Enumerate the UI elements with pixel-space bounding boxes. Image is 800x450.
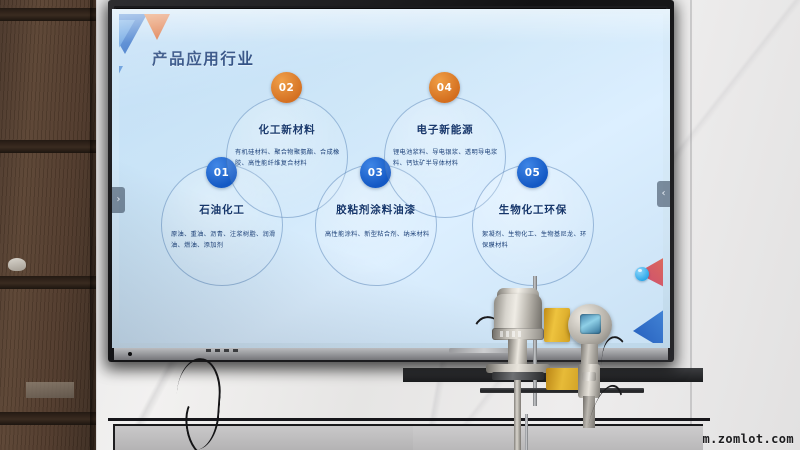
instrument-rig — [468, 276, 670, 450]
venn-label-04: 电子新能源 — [416, 124, 474, 136]
venn-desc-01: 原油、重油、沥青、注浆树脂、润滑油、燃油、添加剂 — [171, 231, 276, 249]
decoration-top-left — [119, 14, 170, 74]
lower-cabinet-right — [413, 424, 703, 450]
venn-label-05: 生物化工环保 — [498, 204, 568, 216]
wall-seam-right — [690, 0, 692, 450]
decorative-bubble — [635, 267, 649, 281]
decoration-bottom-right — [633, 258, 663, 343]
venn-label-03: 胶粘剂涂料油漆 — [336, 204, 416, 216]
collar-slot — [518, 331, 521, 337]
sensor-clamp — [492, 372, 544, 380]
transmitter-neck — [581, 344, 598, 364]
shelving-edge-shadow — [90, 0, 97, 450]
sensor-flange — [486, 364, 550, 373]
panel-screw — [128, 352, 132, 356]
venn-desc-04: 锂电池浆料、导电银浆、透明导电浆料、钙钛矿半导体材料 — [393, 149, 498, 167]
lower-cabinet-left — [113, 424, 413, 450]
panel-brand-plate — [449, 348, 519, 353]
yellow-mounting-bracket — [544, 308, 570, 342]
pressure-sensor-stem — [583, 396, 595, 428]
shelf-board — [0, 8, 96, 21]
shelf-board — [0, 276, 96, 289]
panel-button[interactable] — [206, 349, 211, 352]
venn-badge-05[interactable]: 05 — [517, 157, 548, 188]
slide-title: 产品应用行业 — [152, 50, 255, 68]
shelf-object — [8, 258, 26, 271]
venn-desc-02: 有机硅材料、聚合物聚氨酯、合成橡胶、高性能纤维复合材料 — [235, 149, 340, 167]
collar-slot — [500, 331, 503, 337]
support-rod-horizontal — [480, 388, 644, 393]
collar-slot — [506, 331, 509, 337]
shelf-board — [0, 140, 96, 153]
wood-grain — [0, 0, 96, 450]
venn-desc-05: 絮凝剂、生物化工、生物基尼龙、环保膜材料 — [482, 231, 587, 249]
sensor-collar-slots — [500, 331, 521, 337]
sensor-housing — [494, 294, 542, 334]
sensor-probe — [514, 380, 521, 450]
panel-button[interactable] — [215, 349, 220, 352]
venn-desc-03: 高性能涂料、新型粘合剂、纳米材料 — [325, 231, 430, 238]
shelf-object — [26, 382, 74, 398]
collar-slot — [512, 331, 515, 337]
prev-slide-button[interactable]: › — [112, 187, 125, 213]
next-slide-button[interactable]: ‹ — [657, 181, 670, 207]
sensor-neck — [508, 339, 527, 365]
panel-button[interactable] — [233, 349, 238, 352]
support-rod-vertical — [533, 276, 537, 406]
support-stand — [525, 414, 528, 450]
shelf-board — [0, 412, 96, 425]
pressure-sensor-body — [578, 364, 600, 398]
wall-trim-line — [108, 418, 710, 421]
transmitter-display — [580, 314, 601, 334]
pressure-sensor-hex — [582, 372, 596, 381]
presentation-slide[interactable]: 产品应用行业 石油化工 原油、重油、沥青、注浆树脂、润滑油、燃油、添加剂 01 … — [119, 14, 663, 343]
panel-button[interactable] — [224, 349, 229, 352]
venn-label-01: 石油化工 — [199, 204, 245, 216]
panel-control-buttons[interactable] — [206, 349, 238, 352]
yellow-mounting-plate — [546, 368, 586, 390]
venn-diagram: 石油化工 原油、重油、沥青、注浆树脂、润滑油、燃油、添加剂 01 化工新材料 有… — [119, 14, 663, 343]
wood-shelving-unit — [0, 0, 96, 450]
venn-label-02: 化工新材料 — [258, 124, 316, 136]
watermark: m.zomlot.com — [702, 432, 794, 446]
venn-badge-04[interactable]: 04 — [429, 72, 460, 103]
venn-badge-02[interactable]: 02 — [271, 72, 302, 103]
screen-glow — [112, 9, 670, 43]
